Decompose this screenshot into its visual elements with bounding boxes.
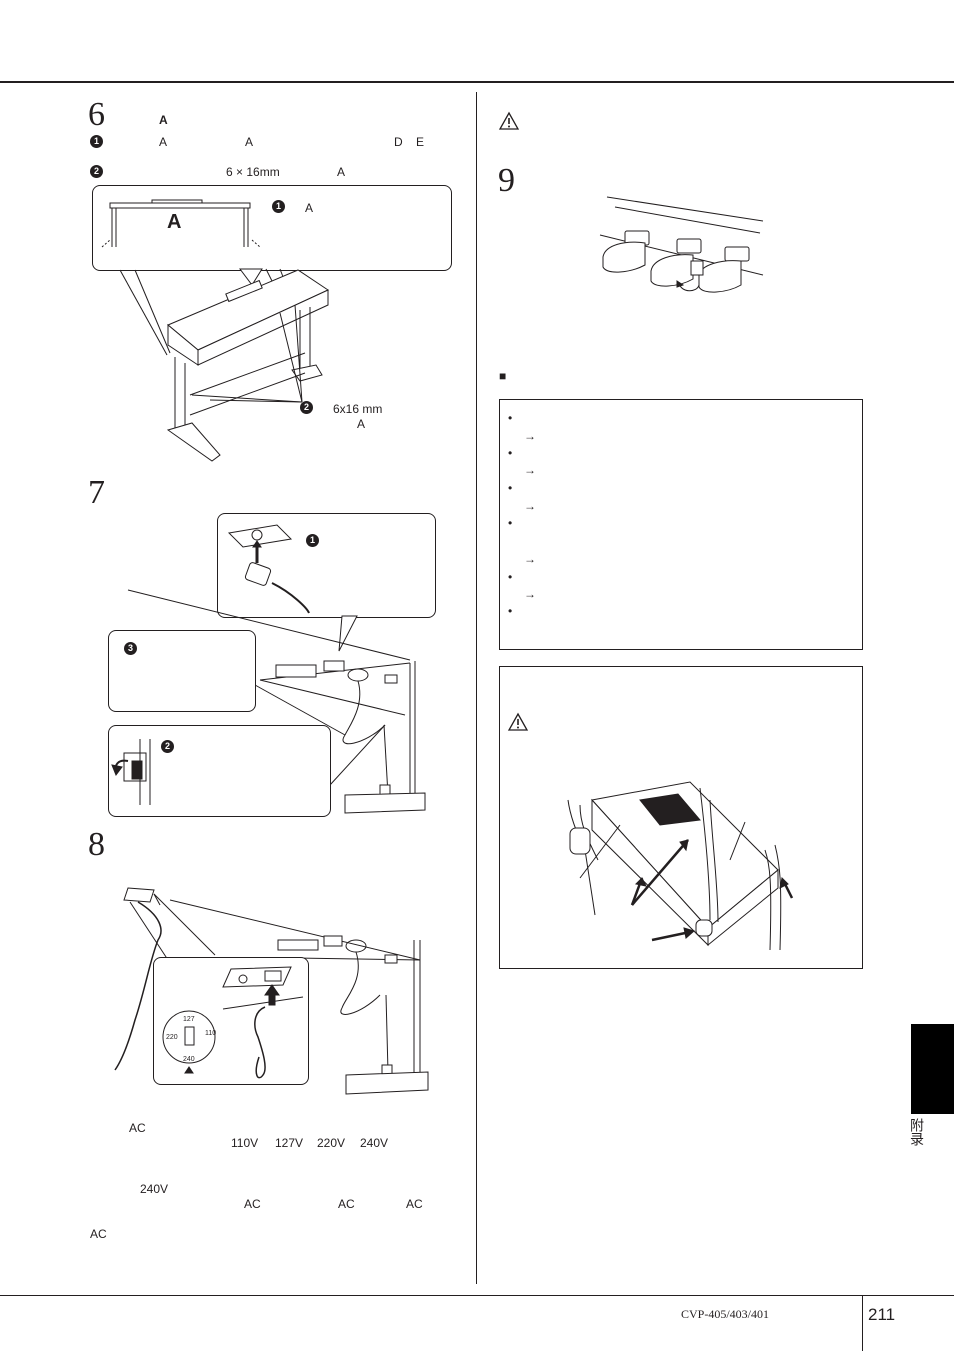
checklist-heading-marker: ■ xyxy=(499,369,507,383)
section-tab-label: 附录 xyxy=(909,1118,925,1146)
selector-label-240: 240 xyxy=(183,1056,195,1063)
callout-badge-1: 1 xyxy=(272,200,285,213)
step-7-connector-drawing xyxy=(227,524,358,652)
top-rule xyxy=(0,81,954,83)
checklist-box xyxy=(499,399,863,650)
step-8-text-v127: 127V xyxy=(275,1136,304,1150)
checklist-arrow-3: → xyxy=(524,499,536,513)
checklist-arrow-1: → xyxy=(524,429,536,443)
step-8-text-ac4: AC xyxy=(406,1197,423,1211)
step-8-text-ac2: AC xyxy=(244,1197,261,1211)
step-8-number: 8 xyxy=(88,826,105,863)
selector-label-220: 220 xyxy=(166,1034,178,1041)
section-tab xyxy=(911,1024,954,1114)
screw-size-label: 6x16 mm xyxy=(333,402,383,416)
page-number: 211 xyxy=(868,1305,896,1324)
step-6-ref: A xyxy=(159,113,168,127)
checklist-bullet-4: • xyxy=(508,516,513,530)
step-8-text-ac3: AC xyxy=(338,1197,355,1211)
checklist-arrow-2: → xyxy=(524,463,536,477)
footer-divider xyxy=(862,1295,863,1351)
step-8-instrument-drawing xyxy=(114,887,429,1095)
panel-letter: A xyxy=(167,211,181,233)
step-7-badge-3: 3 xyxy=(124,642,137,655)
selector-label-110: 110 xyxy=(205,1030,216,1037)
step-6-badge-2: 2 xyxy=(90,165,103,178)
checklist-bullet-5: • xyxy=(508,570,513,584)
step-6-line2-ref: A xyxy=(337,165,346,179)
step-6-number: 6 xyxy=(88,96,105,133)
pedal-illustration xyxy=(599,196,764,293)
checklist-bullet-3: • xyxy=(508,481,513,495)
step-6-stand-illustration xyxy=(119,268,330,462)
step-8-text-ac1: AC xyxy=(129,1121,146,1135)
step-6-line1-ref4: E xyxy=(416,135,425,149)
screw-ref-label: A xyxy=(357,417,366,431)
carry-warning-icon xyxy=(507,712,529,731)
step-6-line2-size: 6 × 16mm xyxy=(226,165,280,179)
checklist-arrow-5: → xyxy=(524,587,536,601)
checklist-arrow-4: → xyxy=(524,552,536,566)
callout-ref: A xyxy=(305,201,314,215)
step-6-callout-drawing: A xyxy=(101,199,263,286)
step-7-badge-2: 2 xyxy=(161,740,174,753)
warning-icon xyxy=(498,111,520,130)
step-6-callout xyxy=(92,185,452,271)
step-8-text-v110: 110V xyxy=(231,1136,259,1150)
column-divider xyxy=(476,92,477,1284)
step-7-instrument-drawing xyxy=(127,589,426,814)
step-7-number: 7 xyxy=(88,474,105,511)
checklist-bullet-6: • xyxy=(508,604,513,618)
step-9-number: 9 xyxy=(498,162,515,199)
step-7-cable-holder-drawing xyxy=(111,739,151,805)
checklist-bullet-2: • xyxy=(508,446,513,460)
model-number: CVP-405/403/401 xyxy=(681,1307,770,1321)
step-6-badge-1: 1 xyxy=(90,135,103,148)
step-8-text-v240: 240V xyxy=(360,1136,389,1150)
step-7-badge-1: 1 xyxy=(306,534,319,547)
step-6-line1-ref3: D xyxy=(394,135,403,149)
carry-illustration xyxy=(567,781,794,951)
step-8-text-240v: 240V xyxy=(140,1182,169,1196)
step-8-text-ac5: AC xyxy=(90,1227,107,1241)
footer-rule xyxy=(0,1295,954,1296)
selector-label-127: 127 xyxy=(183,1016,195,1023)
screw-badge-2: 2 xyxy=(300,401,313,414)
step-8-voltage-selector-drawing: 127 110 220 240 xyxy=(162,966,304,1079)
step-6-line1-ref2: A xyxy=(245,135,254,149)
step-8-text-v220: 220V xyxy=(317,1136,346,1150)
step-6-line1-ref1: A xyxy=(159,135,168,149)
checklist-bullet-1: • xyxy=(508,411,513,425)
